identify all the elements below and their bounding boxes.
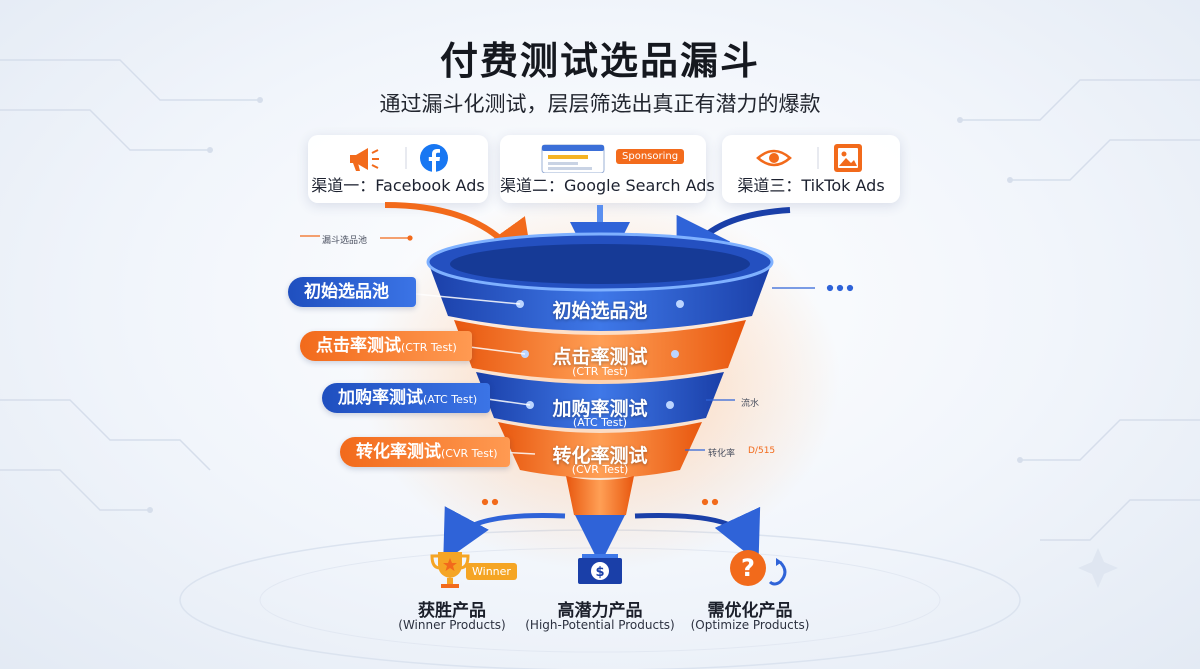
outcome-sub-optimize: (Optimize Products) xyxy=(690,618,810,632)
note-top-left: 漏斗选品池 xyxy=(322,236,368,246)
channel-label: 渠道二：Google Search Ads xyxy=(500,176,715,195)
channel-card-tiktok: 渠道三：TikTok Ads xyxy=(722,135,900,203)
question-refresh-icon: ? xyxy=(730,550,787,586)
megaphone-icon xyxy=(350,148,379,171)
side-label-cvr-test: 转化率测试(CVR Test) xyxy=(340,437,510,467)
outcome-title-optimize: 需优化产品 xyxy=(707,601,793,621)
outflow-arrow-right xyxy=(634,506,761,563)
channel-card-facebook: 渠道一：Facebook Ads xyxy=(308,135,488,203)
outflow-arrow-left xyxy=(443,506,566,563)
funnel-tier-2 xyxy=(454,320,746,380)
stage-label-atc: 加购率测试 xyxy=(552,398,648,420)
stage-label-ctr: 点击率测试 xyxy=(552,346,648,368)
image-icon xyxy=(834,144,862,172)
stage-sub-ctr: (CTR Test) xyxy=(572,365,628,378)
funnel-tier-4 xyxy=(498,422,702,478)
side-label-initial-pool: 初始选品池 xyxy=(288,277,416,307)
trophy-icon xyxy=(430,552,470,588)
svg-text:?: ? xyxy=(741,554,755,582)
facebook-icon xyxy=(420,144,448,172)
side-label-atc-test: 加购率测试(ATC Test) xyxy=(322,383,490,413)
note-right-1: 流水 xyxy=(741,399,760,409)
outcome-title-winner: 获胜产品 xyxy=(418,601,486,621)
outcome-sub-high-potential: (High-Potential Products) xyxy=(525,618,675,632)
note-right-3: D/515 xyxy=(748,446,776,456)
funnel-tier-3 xyxy=(476,372,724,429)
stage-label-cvr: 转化率测试 xyxy=(552,445,648,467)
note-right-2: 转化率 xyxy=(708,449,736,459)
side-label-ctr-test: 点击率测试(CTR Test) xyxy=(300,331,472,361)
channel-label: 渠道一：Facebook Ads xyxy=(311,176,485,195)
eye-icon xyxy=(756,149,792,167)
channel-card-google: Sponsoring 渠道二：Google Search Ads xyxy=(500,135,715,203)
stage-sub-atc: (ATC Test) xyxy=(572,416,628,429)
winner-badge: Winner xyxy=(466,563,517,580)
browser-ad-icon xyxy=(541,144,605,173)
outcome-title-high-potential: 高潜力产品 xyxy=(557,601,643,621)
sponsoring-badge: Sponsoring xyxy=(616,149,685,164)
channel-label: 渠道三：TikTok Ads xyxy=(737,176,885,195)
svg-text:$: $ xyxy=(595,565,604,580)
outcome-sub-winner: (Winner Products) xyxy=(398,618,506,632)
page-subtitle: 通过漏斗化测试，层层筛选出真正有潜力的爆款 xyxy=(379,92,821,116)
stage-label-initial-pool: 初始选品池 xyxy=(552,300,648,322)
stage-sub-cvr: (CVR Test) xyxy=(571,463,629,476)
money-icon: $ xyxy=(578,554,622,584)
funnel-spout xyxy=(566,476,634,519)
page-title: 付费测试选品漏斗 xyxy=(439,39,760,83)
